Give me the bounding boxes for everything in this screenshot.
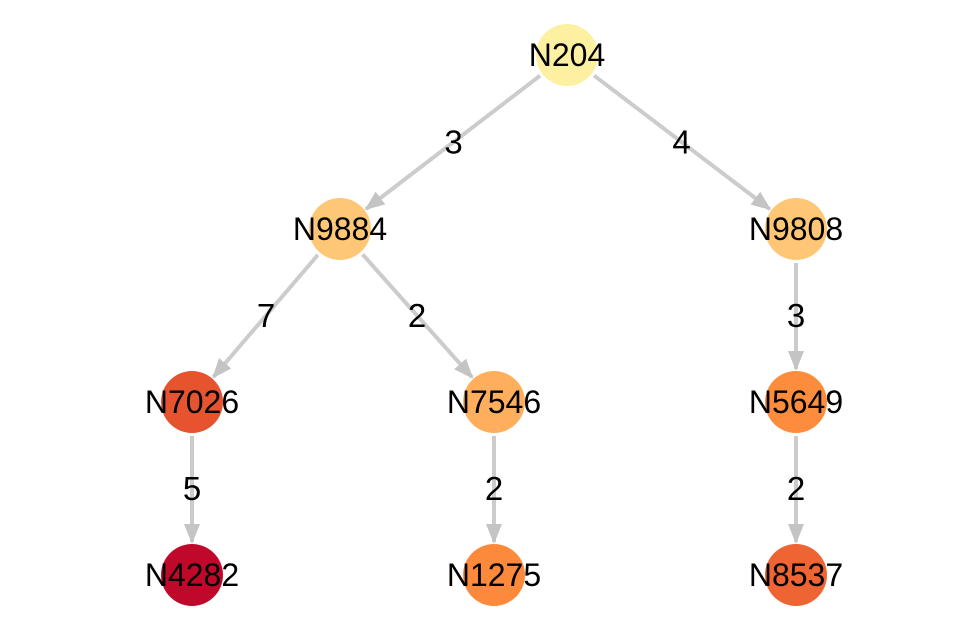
node-label: N7546 <box>447 384 541 420</box>
node-N7026: N7026 <box>145 371 239 433</box>
node-circle <box>161 544 223 606</box>
node-N7546: N7546 <box>447 371 541 433</box>
edge-N9884-N7546 <box>361 253 474 379</box>
node-circle <box>536 24 598 86</box>
edge-weight-label: 4 <box>672 124 690 161</box>
node-circle <box>765 198 827 260</box>
edge-weight-label: 2 <box>787 470 805 507</box>
edge-weight-label: 3 <box>444 124 462 161</box>
node-circle <box>463 544 525 606</box>
node-label: N7026 <box>145 384 239 420</box>
node-label: N9884 <box>293 211 387 247</box>
node-N4282: N4282 <box>145 544 239 606</box>
node-label: N8537 <box>749 557 843 593</box>
node-circle <box>765 544 827 606</box>
node-label: N9808 <box>749 211 843 247</box>
node-label: N5649 <box>749 384 843 420</box>
edge-weight-label: 3 <box>787 297 805 334</box>
edge-weight-label: 2 <box>485 470 503 507</box>
edge-labels: 3 4 7 2 3 5 2 2 <box>183 124 805 508</box>
edge-N204-N9884 <box>364 74 542 211</box>
edge-N204-N9808 <box>592 73 772 211</box>
node-N5649: N5649 <box>749 371 843 433</box>
edge-N9884-N7026 <box>211 253 320 379</box>
node-circle <box>161 371 223 433</box>
node-N8537: N8537 <box>749 544 843 606</box>
node-N204: N204 <box>529 24 606 86</box>
node-circle <box>463 371 525 433</box>
node-N9884: N9884 <box>293 198 387 260</box>
edge-weight-label: 5 <box>183 470 201 507</box>
edges <box>184 73 804 544</box>
node-circle <box>309 198 371 260</box>
node-label: N4282 <box>145 557 239 593</box>
node-N1275: N1275 <box>447 544 541 606</box>
edge-weight-label: 2 <box>408 297 426 334</box>
node-label: N1275 <box>447 557 541 593</box>
edge-weight-label: 7 <box>257 297 275 334</box>
node-N9808: N9808 <box>749 198 843 260</box>
node-circle <box>765 371 827 433</box>
node-label: N204 <box>529 37 606 73</box>
